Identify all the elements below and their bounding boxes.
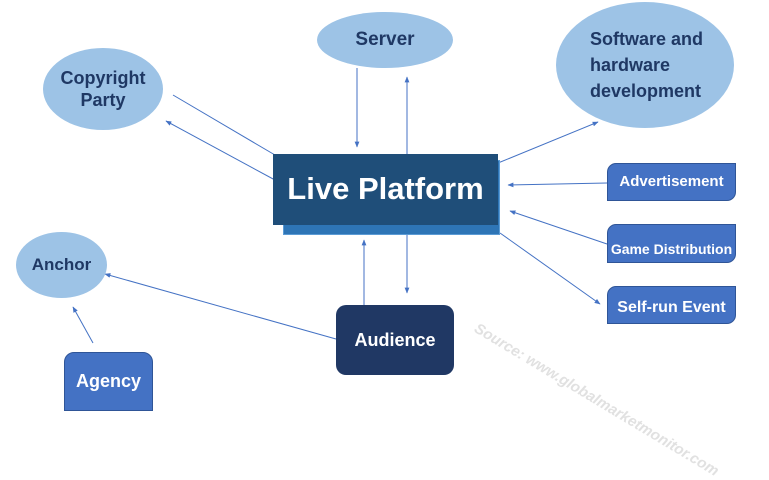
- edge-agency-to-anchor: [72, 306, 94, 344]
- node-self-run-event-label: Self-run Event: [617, 299, 726, 316]
- node-self-run-event: Self-run Event: [607, 286, 736, 324]
- node-game-distribution: Game Distribution: [607, 224, 736, 263]
- node-software-hardware-label: Software and hardware development: [590, 26, 703, 104]
- node-copyright-party: Copyright Party: [43, 48, 163, 130]
- node-live-platform: Live Platform: [273, 154, 498, 225]
- node-anchor: Anchor: [16, 232, 107, 298]
- edge-copyright-to-platform: [172, 94, 276, 156]
- edge-platform-to-copyright: [165, 120, 276, 181]
- copyright-line-2: Party: [80, 90, 126, 110]
- node-audience: Audience: [336, 305, 454, 375]
- edge-platform-to-software: [497, 121, 599, 164]
- node-advertisement-label: Advertisement: [619, 172, 724, 190]
- copyright-line-1: Copyright: [60, 67, 146, 88]
- node-agency-label: Agency: [75, 371, 142, 392]
- edge-advertisement-to-platform: [507, 182, 608, 188]
- node-audience-label: Audience: [354, 329, 436, 350]
- software-line-3: development: [590, 81, 702, 102]
- edge-audience-to-anchor: [104, 273, 337, 340]
- node-server: Server: [317, 12, 453, 68]
- node-live-platform-label: Live Platform: [287, 171, 484, 207]
- edge-platform-to-selfrun: [499, 232, 601, 305]
- software-line-1: Software and: [590, 28, 704, 49]
- node-server-label: Server: [355, 29, 415, 51]
- node-advertisement: Advertisement: [607, 163, 736, 201]
- node-game-distribution-label: Game Distribution: [610, 240, 733, 257]
- software-line-2: hardware: [590, 54, 671, 75]
- node-agency: Agency: [64, 352, 153, 411]
- diagram-canvas: Server Copyright Party Software and hard…: [16, 2, 736, 480]
- node-copyright-party-label: Copyright Party: [61, 67, 146, 112]
- edges-layer: [72, 68, 608, 344]
- node-software-hardware-development: Software and hardware development: [556, 2, 734, 128]
- node-anchor-label: Anchor: [31, 255, 92, 275]
- edge-game-to-platform: [509, 210, 608, 245]
